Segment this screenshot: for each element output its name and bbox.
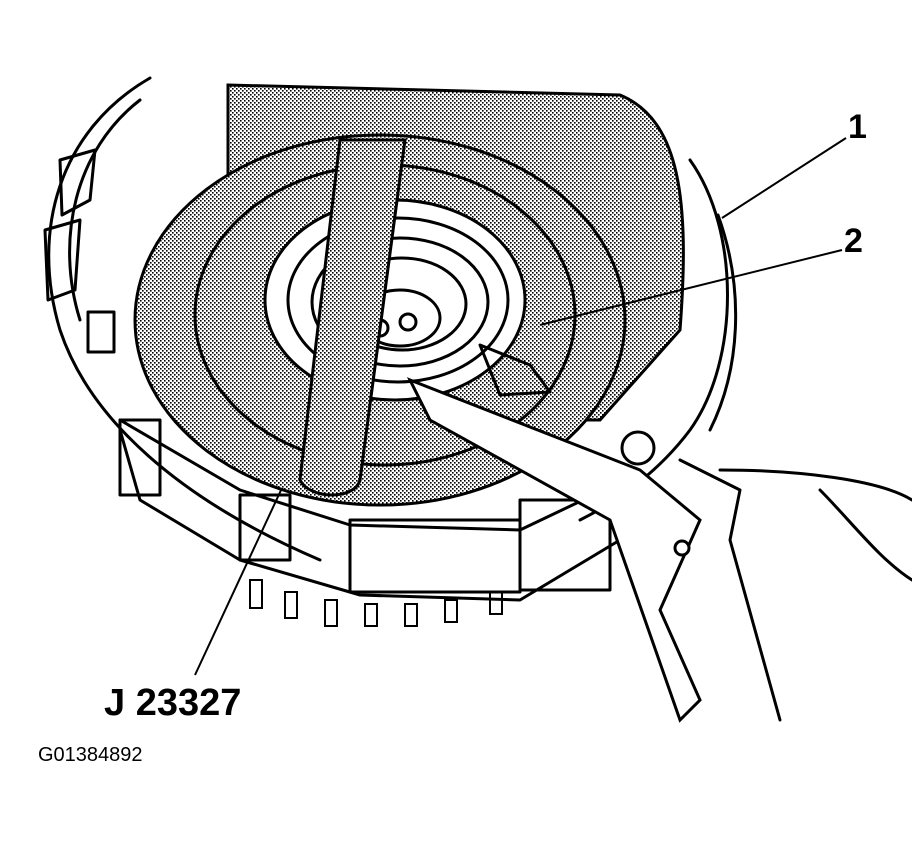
- tool-number-label: J 23327: [104, 682, 242, 724]
- inner-ring-1: [286, 216, 510, 384]
- left-tab: [86, 310, 116, 354]
- inner-ring-2: [310, 236, 490, 368]
- rim-tab-1: [118, 418, 162, 497]
- right-background-arc: [718, 468, 912, 502]
- tool-leader: [194, 487, 283, 676]
- rim-tab-2: [238, 493, 292, 562]
- housing-inner-arc: [68, 98, 142, 322]
- snap-ring: [478, 343, 552, 397]
- callout-2-leader: [539, 249, 843, 326]
- snap-ring-pliers: [406, 377, 702, 723]
- hub-hole-right: [398, 312, 418, 332]
- callout-1-leader: [721, 137, 847, 219]
- callout-2-label: 2: [844, 222, 863, 260]
- pliers-rivet: [673, 539, 691, 557]
- housing-outer-arc: [47, 76, 322, 562]
- rim-tab-4: [518, 498, 612, 592]
- left-bracket: [43, 148, 97, 302]
- callout-1-label: 1: [848, 108, 867, 146]
- pliers-handle: [678, 458, 782, 722]
- rim-tab-3: [348, 518, 522, 594]
- compressor-strap: [298, 138, 407, 497]
- figure-id: G01384892: [38, 744, 143, 766]
- right-background-arc-2: [818, 488, 912, 582]
- housing-right-outer: [708, 213, 738, 432]
- spring-ring: [263, 198, 527, 402]
- rim-teeth: [249, 579, 503, 627]
- pliers-pivot: [620, 430, 656, 466]
